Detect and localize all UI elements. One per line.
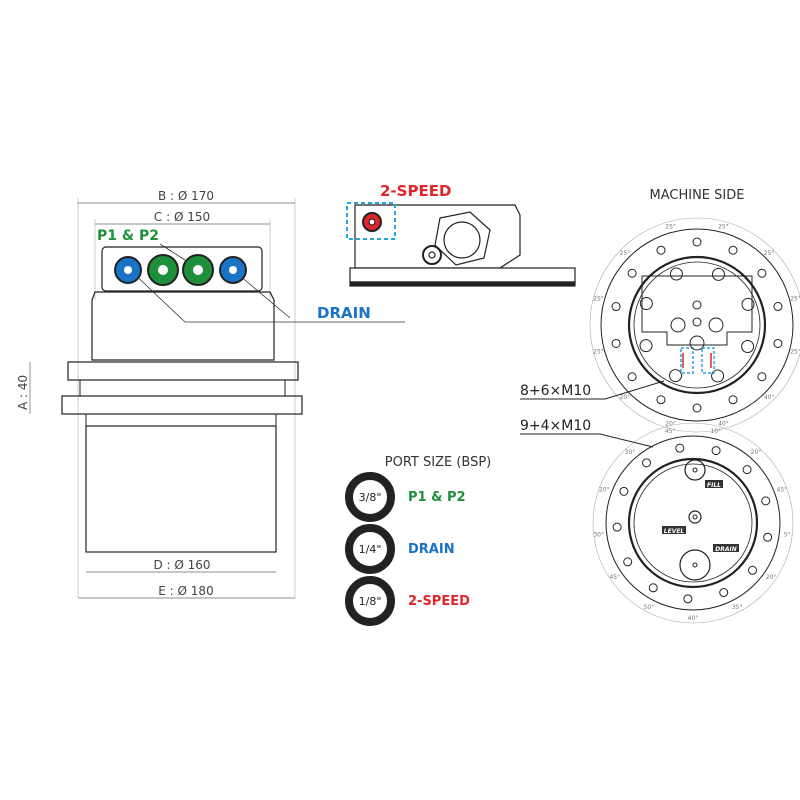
port-size-title: PORT SIZE (BSP): [385, 455, 492, 470]
sprocket-bolt-label: 9+4×M10: [520, 418, 591, 434]
port-size-item: 3/8" P1 & P2: [345, 472, 466, 522]
angle-label: 25°: [593, 348, 604, 355]
bolt-hole: [656, 395, 666, 405]
angle-label: 45°: [777, 486, 788, 493]
angle-label: 45°: [609, 574, 620, 581]
bolt-hole: [612, 522, 622, 532]
bolt-hole: [757, 268, 767, 278]
dim-a-label: A : 40: [16, 375, 30, 410]
dim-e-label: E : Ø 180: [158, 584, 213, 598]
bolt-hole: [611, 338, 621, 348]
angle-label: 10°: [710, 428, 721, 435]
port-size-item: 1/4" DRAIN: [345, 524, 455, 574]
svg-text:P1 & P2: P1 & P2: [408, 490, 466, 505]
angle-label: 35°: [732, 604, 743, 611]
bolt-hole: [692, 237, 702, 247]
bolt-hole: [742, 465, 752, 475]
angle-label: 25°: [665, 223, 676, 230]
machine-side-angles: 25° 25° 25° 25° 40° 40° 20° 20° 25° 25° 25° 25°: [593, 223, 800, 427]
svg-text:3/8": 3/8": [359, 491, 382, 504]
bolt-hole: [728, 245, 738, 255]
angle-label: 30°: [625, 449, 636, 456]
level-label: LEVEL: [664, 528, 685, 535]
svg-text:2-SPEED: 2-SPEED: [408, 594, 470, 609]
port-size-item: 1/8" 2-SPEED: [345, 576, 470, 626]
bolt-hole: [656, 245, 666, 255]
angle-label: 20°: [599, 486, 610, 493]
bolt-hole: [648, 583, 658, 593]
bolt-hole: [711, 369, 725, 383]
bolt-hole: [719, 588, 729, 598]
port-ring-icon: [345, 472, 395, 522]
bolt-hole: [748, 565, 758, 575]
machine-bolt-label: 8+6×M10: [520, 383, 591, 399]
two-speed-label: 2-SPEED: [380, 182, 451, 200]
angle-label: 40°: [764, 394, 775, 401]
bolt-hole: [627, 268, 637, 278]
bolt-hole: [683, 594, 693, 604]
dim-d-label: D : Ø 160: [153, 558, 210, 572]
bolt-hole: [711, 446, 721, 456]
angle-label: 25°: [620, 250, 631, 257]
bolt-hole: [741, 339, 755, 353]
bolt-hole: [675, 443, 685, 453]
machine-side-title: MACHINE SIDE: [650, 188, 745, 203]
lower-housing: [85, 425, 277, 553]
angle-label: 20°: [751, 449, 762, 456]
sprocket-side-view: [592, 422, 794, 624]
bolt-hole: [728, 395, 738, 405]
angle-label: 25°: [593, 296, 604, 303]
angle-label: 25°: [764, 250, 775, 257]
angle-label: 25°: [790, 348, 800, 355]
angle-label: 40°: [688, 615, 699, 622]
bolt-hole: [773, 338, 783, 348]
svg-text:1/4": 1/4": [359, 543, 382, 556]
ports: [114, 254, 247, 286]
fill-label: FILL: [707, 482, 721, 489]
angle-label: 25°: [718, 223, 729, 230]
bolt-hole: [623, 557, 633, 567]
port-block: [101, 246, 263, 292]
angle-label: 25°: [790, 296, 800, 303]
machine-side-view: [589, 217, 800, 433]
side-view: [346, 202, 576, 287]
bolt-hole: [757, 372, 767, 382]
dim-b-label: B : Ø 170: [158, 189, 214, 203]
bolt-hole: [669, 267, 683, 281]
svg-text:DRAIN: DRAIN: [408, 542, 455, 557]
sprocket-side-angles: 10° 20° 45° 5° 20° 35° 40° 50° 45° 30° 20° 30° 45°: [593, 428, 790, 622]
bolt-hole: [692, 403, 702, 413]
bolt-hole: [642, 458, 652, 468]
bolt-hole: [773, 302, 783, 312]
bolt-hole: [761, 496, 771, 506]
angle-label: 45°: [665, 428, 676, 435]
angle-label: 5°: [784, 531, 791, 538]
bolt-hole: [763, 532, 773, 542]
dim-c-label: C : Ø 150: [154, 210, 210, 224]
svg-text:1/8": 1/8": [359, 595, 382, 608]
bolt-hole: [627, 372, 637, 382]
port-ring-icon: [345, 524, 395, 574]
front-view: [29, 198, 405, 599]
bolt-hole: [639, 297, 653, 311]
bolt-hole: [611, 302, 621, 312]
flange-lower: [61, 395, 303, 415]
drain-plug-label: DRAIN: [715, 546, 737, 553]
angle-label: 40°: [718, 421, 729, 428]
bolt-hole: [741, 297, 755, 311]
bolt-hole: [711, 267, 725, 281]
drain-label: DRAIN: [317, 304, 371, 322]
two-speed-highlight: [346, 202, 396, 240]
p1p2-label: P1 & P2: [97, 228, 159, 244]
angle-label: 20°: [620, 394, 631, 401]
bolt-hole: [639, 339, 653, 353]
angle-label: 20°: [766, 574, 777, 581]
bolt-hole: [619, 486, 629, 496]
port-ring-icon: [345, 576, 395, 626]
flange-upper: [67, 361, 299, 381]
angle-label: 20°: [665, 421, 676, 428]
bolt-hole: [669, 369, 683, 383]
angle-label: 30°: [593, 531, 604, 538]
angle-label: 50°: [644, 604, 655, 611]
